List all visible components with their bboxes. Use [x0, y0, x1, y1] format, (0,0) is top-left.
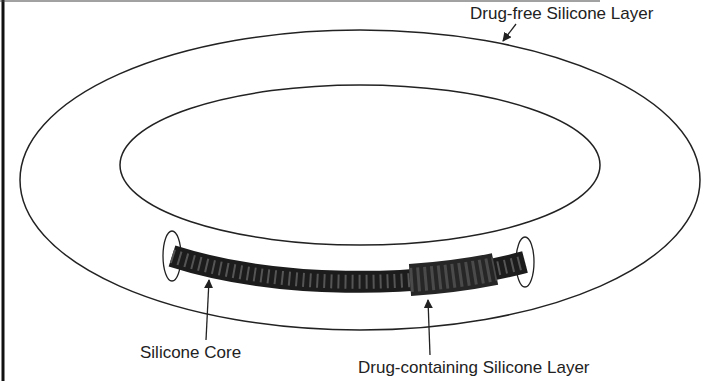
drug-layer-texture: [410, 269, 495, 280]
frame-line: [0, 1, 600, 2]
silicone-core: [172, 256, 525, 282]
inner-ring-edge: [120, 85, 600, 245]
part-label: Drug-containing Silicone Layer: [358, 359, 590, 377]
drug-layer: [410, 269, 495, 280]
part-label: Drug-free Silicone Layer: [470, 5, 653, 23]
leader-arrow: [206, 280, 209, 340]
outer-ring-edge: [20, 30, 700, 330]
leader-arrow: [428, 300, 430, 355]
part-label: Silicone Core: [140, 344, 241, 362]
core-texture: [172, 256, 525, 282]
leader-arrow: [503, 24, 516, 41]
frame-line: [2, 0, 5, 381]
